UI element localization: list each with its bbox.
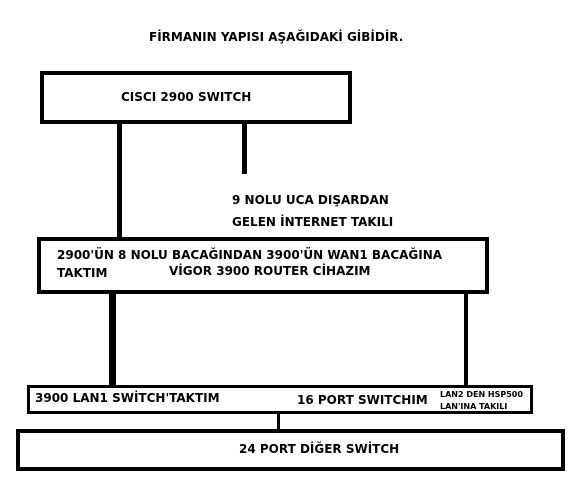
switch16-box [27, 385, 533, 414]
router-label: VİGOR 3900 ROUTER CİHAZIM [169, 264, 371, 278]
switch16-switch24-link [277, 414, 280, 430]
switch24-box [16, 429, 565, 471]
switch16-right-line2: LAN'INA TAKILI [440, 402, 508, 411]
cisco-router-link [117, 124, 122, 241]
switch16-center-label: 16 PORT SWITCHIM [297, 393, 428, 407]
router-lan1-link [109, 294, 116, 388]
diagram-title: FİRMANIN YAPISI AŞAĞIDAKİ GİBİDİR. [149, 30, 404, 44]
vigor-router-box [37, 237, 489, 294]
switch16-right-line1: LAN2 DEN HSP500 [440, 390, 523, 399]
switch16-left-label: 3900 LAN1 SWİTCH'TAKTIM [35, 391, 220, 405]
router-note-line1: 2900'ÜN 8 NOLU BACAĞINDAN 3900'ÜN WAN1 B… [57, 248, 443, 262]
internet-note-line1: 9 NOLU UCA DIŞARDAN [232, 193, 389, 207]
router-note-line2: TAKTIM [57, 266, 108, 280]
internet-note-line2: GELEN İNTERNET TAKILI [232, 215, 394, 229]
cisco-switch-label: CISCI 2900 SWITCH [121, 90, 252, 104]
cisco-switch-box [40, 71, 352, 124]
internet-uplink-line [242, 124, 247, 174]
switch24-label: 24 PORT DİĞER SWİTCH [239, 442, 400, 456]
router-lan2-link [464, 294, 468, 388]
